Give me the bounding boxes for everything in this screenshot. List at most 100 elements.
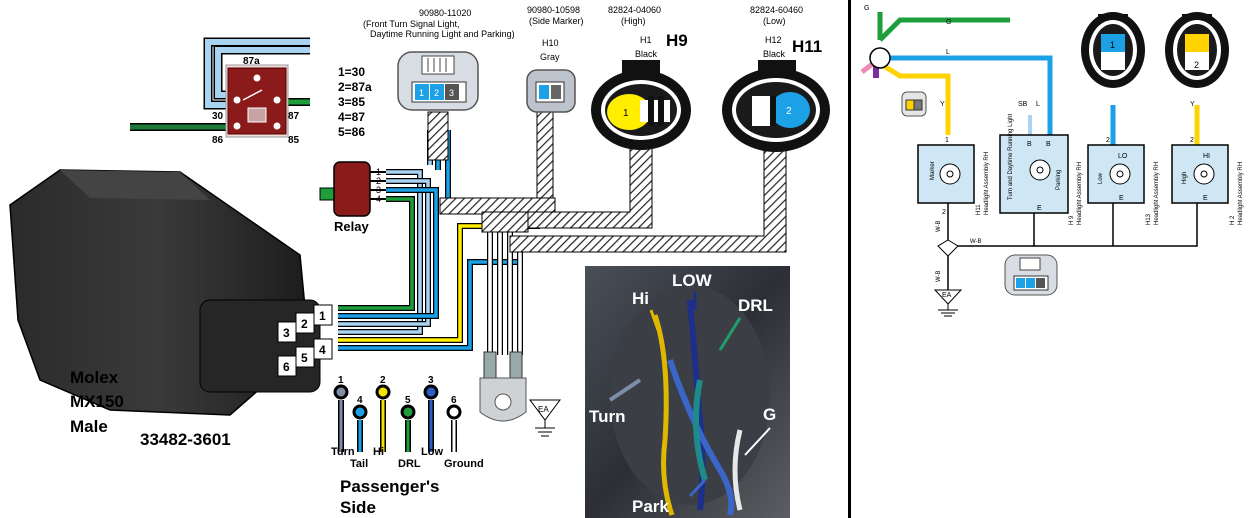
low-pin-top: 2	[1106, 137, 1110, 144]
panel-divider	[848, 0, 851, 518]
legend-pin-name: Hi	[373, 446, 384, 458]
molex-label-line: MX150	[70, 392, 124, 411]
drl-pin: 1	[419, 88, 424, 98]
legend-pin-number: 3	[428, 375, 434, 386]
wire-label-l2: L	[1036, 101, 1040, 108]
relay-pin-label: 4	[376, 194, 381, 204]
side-label-line: Side	[340, 498, 376, 517]
high-box-label: High	[1182, 172, 1188, 184]
pin-map-line: 4=87	[338, 110, 365, 124]
turn-box-label-2: Parking	[1056, 170, 1062, 190]
drl-part-number: 90980-11020	[419, 8, 471, 18]
wire-junction: G G L Y SB L Y	[860, 5, 1195, 135]
side-marker-mini-connector	[901, 91, 927, 117]
molex-pin: 5	[301, 351, 308, 365]
photo-label-hi: Hi	[632, 289, 649, 308]
relay-pin-label: 3	[376, 185, 381, 195]
drl-pin: 2	[434, 88, 439, 98]
relay-pin-label: 1	[376, 167, 381, 177]
photo-label-g: G	[763, 405, 776, 424]
low-ref: H13	[1146, 213, 1152, 225]
ground-symbol-icon: EA	[529, 399, 561, 437]
legend-pin-name: Low	[421, 446, 443, 458]
molex-pin: 3	[283, 326, 290, 340]
wire-label-wb: W-B	[936, 270, 942, 282]
wire-label-g: G	[864, 5, 869, 12]
legend-pin-number: 6	[451, 395, 457, 406]
h11-pin: 2	[786, 106, 792, 117]
low-conn-pin: 1	[1110, 40, 1115, 50]
pin-map-line: 1=30	[338, 65, 365, 79]
wire-label-l: L	[946, 49, 950, 56]
legend-pin-dot	[375, 384, 391, 400]
pin-map-line: 2=87a	[338, 80, 372, 94]
h9-connector: 1	[591, 60, 691, 150]
molex-pin: 6	[283, 360, 290, 374]
high-pin-e: E	[1203, 195, 1208, 202]
drl-desc: (Front Turn Signal Light,	[363, 19, 460, 29]
molex-part-number: 33482-3601	[140, 430, 231, 449]
low-beam-box: Low LO 2 E H13 Headlight Assembly RH	[1087, 137, 1160, 225]
pin-map-line: 5=86	[338, 125, 365, 139]
relay-body: 1 2 3 4	[319, 161, 386, 217]
turn-pin-b: B	[1046, 141, 1051, 148]
wire-label-wb: W-B	[970, 239, 982, 245]
h9-part-number: 82824-04060	[608, 5, 661, 15]
h11-desc: (Low)	[763, 16, 786, 26]
wire-label-wb: W-B	[936, 220, 942, 232]
legend-pin-number: 4	[357, 395, 363, 406]
h11-connector: 2	[722, 60, 830, 152]
side-desc: (Side Marker)	[529, 16, 584, 26]
relay-label: Relay	[334, 219, 369, 234]
low-beam-connector: 1	[1081, 12, 1145, 88]
low-side: Headlight Assembly RH	[1154, 162, 1160, 225]
side-id: H10	[542, 38, 559, 48]
photo-label-drl: DRL	[738, 296, 773, 315]
legend-pin-name: Tail	[350, 458, 368, 470]
legend-pin-dot	[352, 404, 368, 420]
turn-ref: H 9	[1069, 215, 1075, 225]
relay-socket	[225, 64, 289, 138]
legend-pin-name: Turn	[331, 446, 355, 458]
legend-pin-number: 5	[405, 395, 411, 406]
h11-title: H11	[792, 37, 822, 56]
side-color: Gray	[540, 52, 560, 62]
ring-terminal	[479, 351, 527, 422]
marker-box-label: Marker	[930, 161, 936, 180]
molex-label-line: Molex	[70, 368, 119, 387]
ground-bus: W-B W-B W-B EA	[933, 203, 1198, 317]
legend-pin-name: Ground	[444, 458, 484, 470]
marker-pin-bot: 2	[942, 209, 946, 216]
harness-photo: Hi LOW DRL Turn G Park	[585, 266, 790, 518]
h11-color: Black	[763, 49, 786, 59]
pin-map-line: 3=85	[338, 95, 365, 109]
high-beam-box: High HI 2 E H 2 Headlight Assembly RH	[1171, 137, 1244, 225]
molex-pin: 4	[319, 343, 326, 357]
h9-desc: (High)	[621, 16, 646, 26]
legend-pin-dot	[333, 384, 349, 400]
turn-side: Headlight Assembly RH	[1077, 162, 1083, 225]
side-marker-connector	[526, 69, 576, 113]
relay-terminal-85: 85	[288, 135, 300, 146]
high-pin-top: 2	[1190, 137, 1194, 144]
h9-pin: 1	[623, 108, 629, 119]
marker-ref: H11	[976, 204, 982, 215]
wire-label-y: Y	[940, 101, 945, 108]
turn-pin-b: B	[1027, 141, 1032, 148]
drl-pin: 3	[449, 88, 454, 98]
wire-label-y2: Y	[1190, 101, 1195, 108]
marker-box: Marker 1 2 H11 Headlight Assembly RH	[917, 137, 990, 216]
high-conn-pin: 2	[1194, 60, 1199, 70]
high-beam-connector: 2	[1165, 12, 1229, 88]
turn-box-label: Turn and Daytime Running Light	[1008, 114, 1014, 200]
molex-connector: 3 2 1 6 5 4	[9, 169, 333, 416]
h11-id: H12	[765, 35, 782, 45]
relay-terminal-30: 30	[212, 111, 224, 122]
low-box-label: Low	[1098, 172, 1104, 184]
relay-wires	[130, 37, 310, 131]
relay-pin-label: 2	[376, 176, 381, 186]
low-lo-label: LO	[1118, 153, 1128, 160]
drl-mini-connector	[1004, 254, 1058, 296]
ground-label: EA	[538, 405, 549, 414]
